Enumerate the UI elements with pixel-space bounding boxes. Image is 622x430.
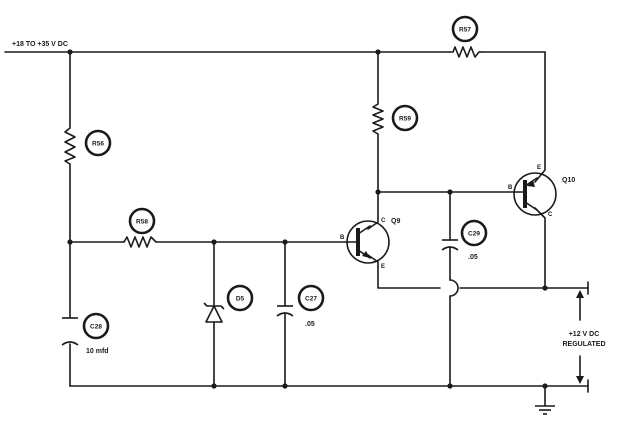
svg-text:R58: R58 bbox=[136, 219, 148, 226]
text-labels: +18 TO +35 V DC Q9 Q10 .05 .05 10 mfd +1… bbox=[12, 41, 606, 355]
q10-collector-pin-label: C bbox=[548, 212, 553, 218]
c27-capacitor-symbol bbox=[276, 305, 294, 317]
q10-emitter-wire bbox=[534, 51, 546, 183]
q10-emitter-pin-label: E bbox=[537, 165, 541, 171]
q9-name: Q9 bbox=[391, 218, 400, 225]
q10-base-pin-label: B bbox=[508, 185, 513, 191]
r56-label: R56 bbox=[84, 129, 112, 157]
junction-dot bbox=[375, 189, 381, 195]
ground-icon bbox=[535, 405, 555, 415]
d5-zener-diode-symbol bbox=[203, 296, 225, 323]
svg-text:R57: R57 bbox=[459, 27, 471, 34]
component-labels: R57 R59 R56 R58 C29 D5 C27 C28 bbox=[82, 15, 488, 340]
junction-dot bbox=[375, 49, 381, 55]
r59-label: R59 bbox=[391, 104, 419, 132]
junction-dot bbox=[542, 285, 548, 291]
resistors bbox=[64, 46, 480, 248]
junction-dot bbox=[447, 383, 453, 389]
d5-label: D5 bbox=[226, 284, 254, 312]
r56-resistor-symbol bbox=[64, 127, 76, 165]
c27-value: .05 bbox=[305, 321, 315, 328]
junction-dot bbox=[542, 383, 548, 389]
c28-label: C28 bbox=[82, 312, 110, 340]
c28-value: 10 mfd bbox=[86, 348, 109, 355]
r58-resistor-symbol bbox=[123, 236, 157, 248]
r58-label: R58 bbox=[128, 207, 156, 235]
output-regulated-label: REGULATED bbox=[562, 341, 605, 348]
junctions bbox=[67, 49, 548, 389]
junction-dot bbox=[211, 383, 217, 389]
q10-transistor-symbol bbox=[513, 172, 557, 216]
q10-name: Q10 bbox=[562, 177, 575, 184]
r59-resistor-symbol bbox=[372, 103, 384, 135]
output-voltage-label: +12 V DC bbox=[569, 331, 600, 338]
q9-emitter-wire bbox=[367, 254, 589, 289]
supply-input-label: +18 TO +35 V DC bbox=[12, 41, 68, 48]
output-voltage-arrows bbox=[576, 290, 584, 384]
junction-dot bbox=[282, 239, 288, 245]
capacitors bbox=[61, 239, 459, 346]
c29-capacitor-symbol bbox=[441, 239, 459, 251]
wires bbox=[4, 51, 589, 407]
q9-collector-wire bbox=[367, 191, 379, 230]
c29-label: C29 bbox=[460, 219, 488, 247]
junction-dot bbox=[67, 49, 73, 55]
crossover-hop bbox=[449, 279, 459, 297]
svg-text:D5: D5 bbox=[236, 296, 245, 303]
svg-text:C27: C27 bbox=[305, 296, 317, 303]
c28-capacitor-symbol bbox=[61, 317, 79, 346]
svg-text:R56: R56 bbox=[92, 141, 104, 148]
junction-dot bbox=[211, 239, 217, 245]
c29-value: .05 bbox=[468, 254, 478, 261]
junction-dot bbox=[67, 239, 73, 245]
q9-transistor-symbol bbox=[346, 220, 390, 264]
q9-base-pin-label: B bbox=[340, 235, 345, 241]
q10-collector-wire bbox=[534, 207, 546, 289]
q9-emitter-pin-label: E bbox=[381, 264, 385, 270]
c27-label: C27 bbox=[297, 284, 325, 312]
q9-collector-pin-label: C bbox=[381, 218, 386, 224]
svg-text:C29: C29 bbox=[468, 231, 480, 238]
svg-text:R59: R59 bbox=[399, 116, 411, 123]
r57-label: R57 bbox=[451, 15, 479, 43]
junction-dot bbox=[282, 383, 288, 389]
svg-text:C28: C28 bbox=[90, 324, 102, 331]
junction-dot bbox=[447, 189, 453, 195]
r57-resistor-symbol bbox=[452, 46, 480, 58]
